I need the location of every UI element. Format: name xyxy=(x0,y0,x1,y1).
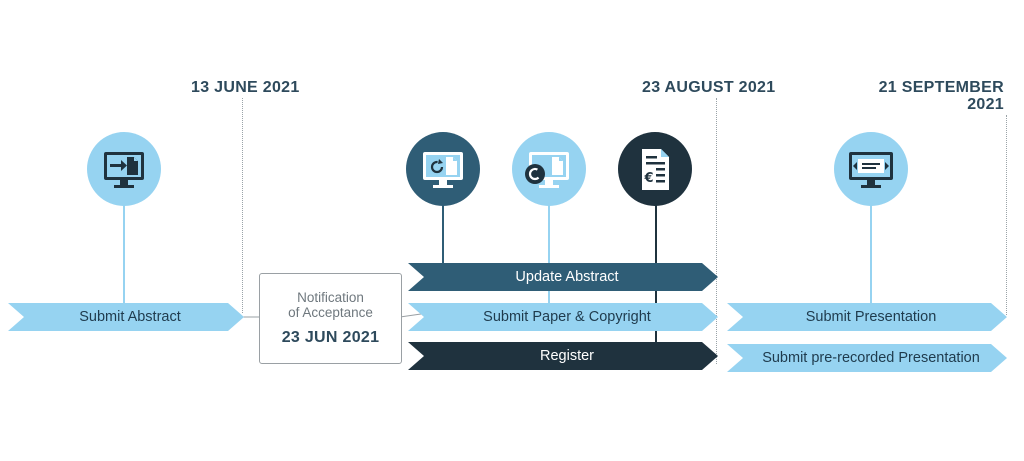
stem-submit-presentation xyxy=(870,205,872,303)
svg-text:€: € xyxy=(643,171,653,186)
stem-update-abstract xyxy=(442,205,444,263)
milestone-date-21-september-line2: 2021 xyxy=(967,96,1004,113)
notification-date: 23 JUN 2021 xyxy=(281,329,380,346)
milestone-line-13-june xyxy=(242,98,243,313)
stem-submit-abstract xyxy=(123,205,125,303)
notification-line1: Notification xyxy=(297,290,364,305)
stem-submit-paper xyxy=(548,205,550,303)
step-register: Register xyxy=(408,342,718,370)
step-submit-presentation-label: Submit Presentation xyxy=(805,309,937,325)
notification-of-acceptance-box: Notification of Acceptance 23 JUN 2021 xyxy=(259,273,402,364)
monitor-presentation-icon xyxy=(834,132,908,206)
step-submit-presentation: Submit Presentation xyxy=(727,303,1007,331)
step-update-abstract: Update Abstract xyxy=(408,263,718,291)
step-submit-abstract: Submit Abstract xyxy=(8,303,244,331)
milestone-date-21-september-line1: 21 SEPTEMBER xyxy=(878,79,1004,96)
milestone-date-23-august: 23 AUGUST 2021 xyxy=(642,79,776,96)
milestone-date-21-september: 21 SEPTEMBER 2021 xyxy=(871,79,1004,113)
step-submit-abstract-label: Submit Abstract xyxy=(79,309,181,325)
notification-line2: of Acceptance xyxy=(288,305,373,320)
step-submit-paper-copyright: Submit Paper & Copyright xyxy=(408,303,718,331)
step-update-abstract-label: Update Abstract xyxy=(515,269,619,285)
step-submit-prerecorded-presentation-label: Submit pre-recorded Presentation xyxy=(762,350,980,366)
step-submit-paper-copyright-label: Submit Paper & Copyright xyxy=(483,309,651,325)
monitor-copyright-icon xyxy=(512,132,586,206)
milestone-date-13-june: 13 JUNE 2021 xyxy=(191,79,300,96)
invoice-euro-icon: € xyxy=(618,132,692,206)
step-submit-prerecorded-presentation: Submit pre-recorded Presentation xyxy=(727,344,1007,372)
monitor-submit-icon xyxy=(87,132,161,206)
milestone-line-21-september xyxy=(1006,115,1007,315)
step-register-label: Register xyxy=(540,348,594,364)
monitor-update-icon xyxy=(406,132,480,206)
milestone-line-23-august xyxy=(716,98,717,364)
